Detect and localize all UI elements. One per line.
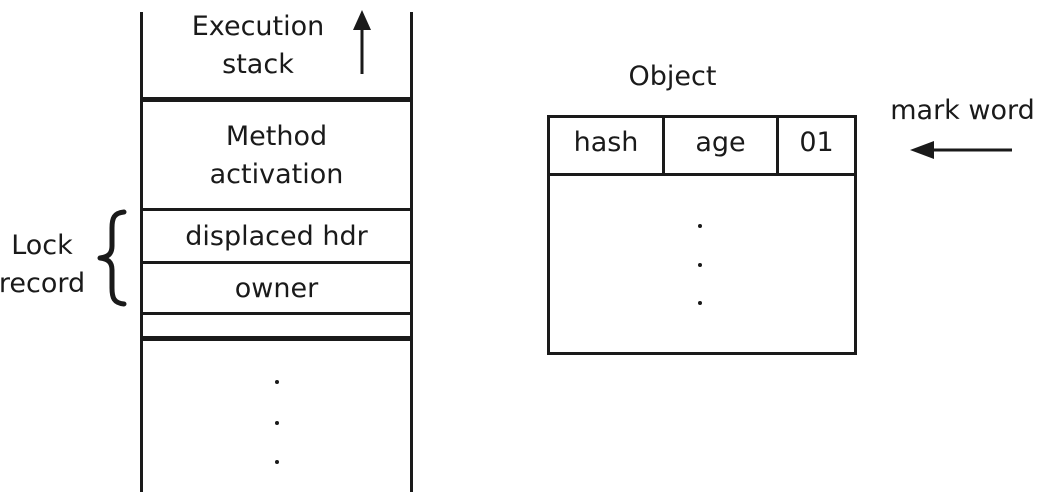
object-ellipsis <box>690 215 710 310</box>
stack-growth-arrow-icon <box>353 10 371 74</box>
object-box <box>547 115 857 355</box>
mark-word-label: mark word <box>890 95 1035 126</box>
mark-word-arrow-icon <box>910 141 1012 159</box>
age-flag-divider <box>776 115 779 175</box>
mark-word-field-age: age <box>695 127 746 158</box>
stack-ellipsis <box>267 370 287 470</box>
stack-left-border <box>140 12 143 492</box>
owner-label: owner <box>234 273 319 304</box>
hash-age-divider <box>662 115 665 175</box>
stack-divider-top <box>140 97 413 102</box>
object-title: Object <box>628 61 717 92</box>
stack-divider-owner <box>140 261 413 264</box>
stack-divider-bottom <box>140 336 413 341</box>
mark-word-field-hash: hash <box>573 127 639 158</box>
displaced-hdr-label: displaced hdr <box>185 221 368 252</box>
lock-record-label: Lock record <box>0 230 86 299</box>
stack-right-border <box>410 12 413 492</box>
stack-divider-lock-top <box>140 208 413 211</box>
mark-word-field-lock-bits: 01 <box>799 127 834 158</box>
execution-stack-label: Execution stack <box>191 11 325 80</box>
method-activation-label: Method activation <box>209 121 344 190</box>
stack-divider-lock-bottom <box>140 312 413 315</box>
mark-word-divider <box>547 173 857 176</box>
lock-record-brace-icon <box>97 209 127 307</box>
